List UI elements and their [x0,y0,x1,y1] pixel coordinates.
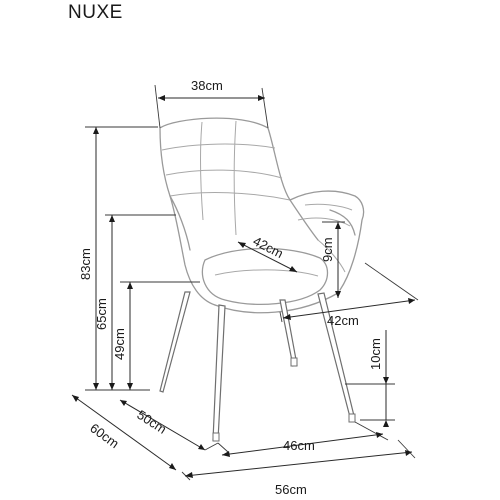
backrest-quilting [161,120,291,236]
label-back-width: 38cm [191,78,223,93]
dimension-seat-depth [237,241,298,273]
dimension-total-height [85,126,158,391]
dimension-armrest-height [105,214,176,390]
dimension-back-width [154,84,269,129]
dimension-leg-span [217,421,389,457]
label-leg-height: 10cm [368,338,383,370]
label-armrest-height: 65cm [94,298,109,330]
left-armrest [169,195,216,306]
chair-legs [159,291,356,442]
product-title: NUXE [68,2,123,23]
dimension-leg-height [345,330,395,427]
label-total-depth: 60cm [87,420,122,451]
label-leg-span: 46cm [283,438,315,453]
armrest-quilting [297,203,353,273]
label-inner-depth: 50cm [134,407,169,437]
leg-front-left [212,304,226,441]
leg-foot-cap [290,357,298,367]
dimension-armrest-to-seat [322,221,345,298]
dimension-seat-height [120,281,200,390]
label-seat-width: 42cm [327,313,359,328]
label-total-width: 56cm [275,482,307,497]
seat-quilting [214,269,319,277]
leg-foot-cap [348,413,356,423]
dimension-total-depth [71,394,177,471]
chair-body [159,117,365,314]
label-total-height: 83cm [78,248,93,280]
right-armrest [289,190,365,291]
label-seat-height: 49cm [112,328,127,360]
backrest-outline [159,117,291,201]
label-armrest-to-seat: 9cm [320,237,335,262]
dimension-seat-width [279,262,419,323]
seat-outline [201,247,329,305]
leg-back-left [159,291,191,393]
leg-foot-cap [212,432,220,442]
dimension-total-width [181,439,416,481]
dimension-inner-depth [119,399,219,451]
